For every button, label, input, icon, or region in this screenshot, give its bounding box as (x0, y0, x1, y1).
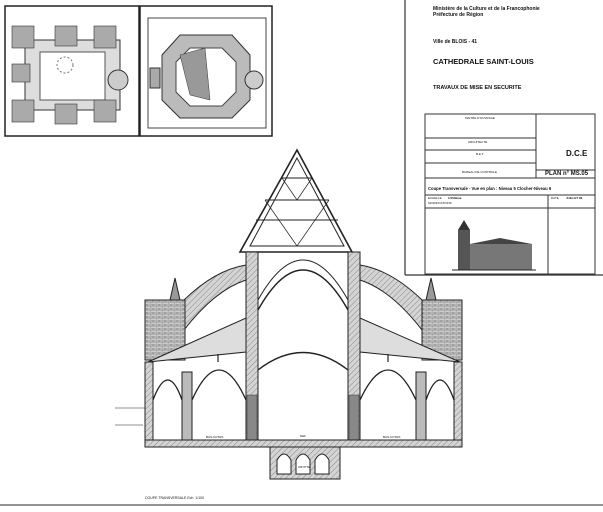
cathedral-elevation-thumbnail (452, 220, 536, 271)
date-value: JUILLET 96 (566, 196, 583, 200)
control-heading: BUREAU DE CONTROLE (462, 170, 498, 174)
works-title: TRAVAUX DE MISE EN SECURITE (433, 85, 522, 91)
section-caption: COUPE TRANSVERSALE Ech. 1/100 (145, 496, 205, 500)
modifications-label: MODIFICATIONS (428, 201, 452, 205)
owner-heading: MAITRE D'OUVRAGE (465, 116, 495, 120)
bet-heading: B.E.T. (476, 152, 485, 156)
ministry-line-1: Ministère de la Culture et de la Francop… (433, 6, 540, 12)
cross-section-drawing (115, 148, 463, 480)
floor-plan-level-5 (4, 5, 140, 137)
phase-label: D.C.E (566, 149, 588, 158)
label-aisle-right: BAS-COTES (383, 435, 401, 439)
title-block-frame (404, 0, 603, 276)
sheet-title: Coupe Transversale - Vue en plan : Nivea… (428, 186, 552, 191)
date-label: DATE (551, 196, 559, 200)
label-crypt: CRYPTE (298, 465, 311, 469)
building-name: CATHEDRALE SAINT-LOUIS (433, 57, 534, 66)
city-label: Ville de BLOIS - 41 (433, 39, 478, 45)
floor-plan-level-6 (139, 5, 273, 137)
scale-value: 1/100ème (448, 196, 462, 200)
plan-number: PLAN n° MS.05 (545, 171, 589, 177)
ministry-line-2: Préfecture de Région (433, 12, 484, 18)
label-aisle-left: BAS-COTES (206, 435, 224, 439)
label-nave: NEF (300, 434, 306, 438)
architect-heading: ARCHITECTE (468, 140, 488, 144)
scale-label: ECHELLE (428, 196, 442, 200)
